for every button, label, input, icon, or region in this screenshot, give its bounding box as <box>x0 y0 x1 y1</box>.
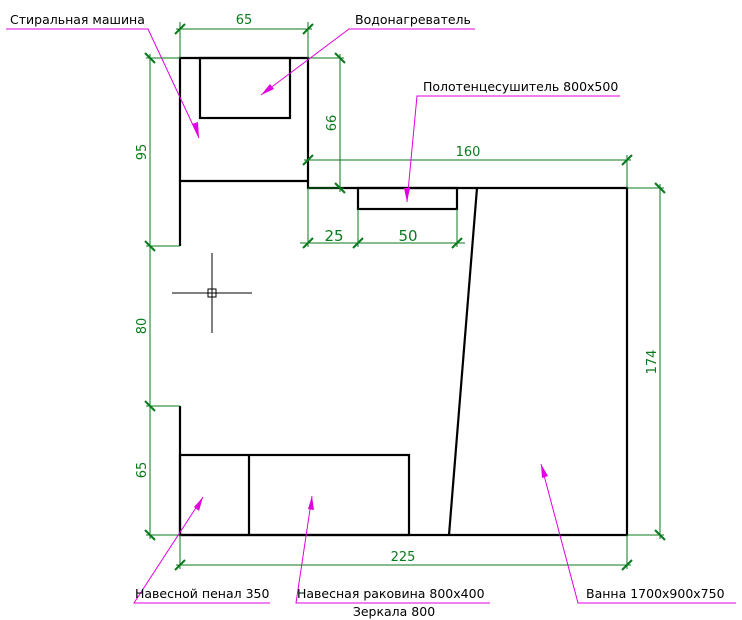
dim-left-lower: 65 <box>135 462 150 479</box>
water-heater-outline <box>198 56 292 120</box>
label-washing-machine: Стиральная машина <box>10 12 145 27</box>
label-towel-rail: Полотенцесушитель 800x500 <box>423 79 618 94</box>
walls <box>178 56 629 537</box>
dim-left-middle: 80 <box>135 318 150 335</box>
sink-cabinet-outline <box>178 453 411 537</box>
label-water-heater: Водонагреватель <box>355 12 471 27</box>
dim-left-upper: 95 <box>135 144 150 161</box>
crosshair-cursor-icon <box>172 253 252 333</box>
dim-top-wall: 160 <box>456 145 481 160</box>
label-sink: Навесная раковина 800x400 <box>297 586 485 601</box>
dim-top-width: 65 <box>236 13 253 28</box>
label-mirror: Зеркала 800 <box>353 604 435 619</box>
annotations: Стиральная машина Водонагреватель Полоте… <box>6 12 736 619</box>
dimensions: 65 95 80 65 66 160 174 25 50 225 <box>135 13 666 571</box>
dim-bottom-wall: 225 <box>391 550 416 565</box>
bath-edge <box>447 187 479 536</box>
dim-heater-height: 66 <box>325 115 340 132</box>
dim-right-wall: 174 <box>645 350 660 375</box>
label-bath: Ванна 1700x900x750 <box>586 586 725 601</box>
dim-offset: 25 <box>324 227 343 245</box>
label-cabinet: Навесной пенал 350 <box>135 586 269 601</box>
dim-rail-width: 50 <box>398 227 417 245</box>
